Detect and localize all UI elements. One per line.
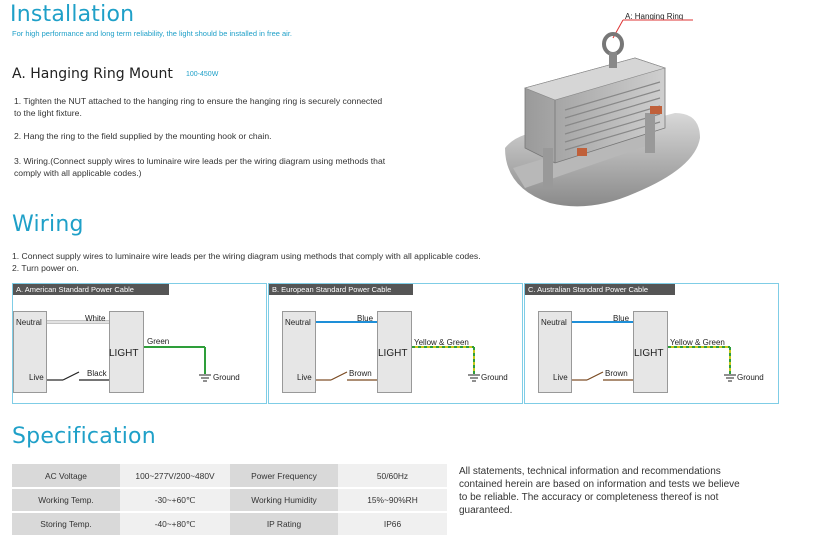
diagram-header: C. Australian Standard Power Cable (525, 284, 675, 295)
wiring-lines (572, 321, 736, 382)
spec-value: -30~+60℃ (120, 488, 230, 513)
light-box (109, 311, 144, 393)
spec-value: 100~277V/200~480V (120, 464, 230, 489)
ground-label: Ground (481, 373, 508, 382)
wiring-title: Wiring (12, 212, 84, 237)
table-row: Storing Temp. -40~+80℃ IP Rating IP66 (12, 512, 447, 537)
diagram-header: A. American Standard Power Cable (13, 284, 169, 295)
wattage-tag: 100-450W (186, 71, 219, 78)
mount-step-3: 3. Wiring.(Connect supply wires to lumin… (14, 156, 386, 166)
spec-value: -40~+80℃ (120, 512, 230, 537)
neutral-label: Neutral (16, 318, 42, 327)
specification-table: AC Voltage 100~277V/200~480V Power Frequ… (12, 464, 447, 537)
ground-label: Ground (737, 373, 764, 382)
disclaimer-line: guaranteed. (459, 505, 513, 516)
mount-step-1: 1. Tighten the NUT attached to the hangi… (14, 96, 383, 106)
disclaimer-line: contained herein are based on informatio… (459, 479, 740, 490)
disclaimer: All statements, technical information an… (459, 465, 740, 517)
live-label: Live (553, 373, 568, 382)
live-label: Live (29, 373, 44, 382)
supply-box (282, 311, 316, 393)
spec-value: IP66 (338, 512, 447, 537)
wiring-line-2: 2. Turn power on. (12, 263, 79, 273)
neutral-label: Neutral (285, 318, 311, 327)
spec-key: Power Frequency (230, 464, 338, 489)
mount-step-3-cont: comply with all applicable codes.) (14, 168, 142, 178)
spec-key: Working Temp. (12, 488, 120, 513)
specification-title: Specification (12, 424, 156, 449)
wiring-line-1: 1. Connect supply wires to luminaire wir… (12, 251, 481, 261)
hanging-ring-heading: A. Hanging Ring Mount (12, 66, 173, 82)
table-row: AC Voltage 100~277V/200~480V Power Frequ… (12, 464, 447, 489)
supply-box (538, 311, 572, 393)
live-wire-label: Brown (605, 369, 628, 378)
neutral-label: Neutral (541, 318, 567, 327)
spec-key: IP Rating (230, 512, 338, 537)
supply-box (13, 311, 47, 393)
light-label: LIGHT (634, 348, 664, 359)
installation-subtitle: For high performance and long term relia… (12, 29, 293, 38)
light-box (633, 311, 668, 393)
light-box (377, 311, 412, 393)
table-row: Working Temp. -30~+60℃ Working Humidity … (12, 488, 447, 513)
wiring-diagram-european: B. European Standard Power Cable Neutral… (268, 283, 523, 404)
hanging-ring-callout: A: Hanging Ring (625, 12, 684, 21)
ground-wire-label: Green (147, 337, 170, 346)
mount-step-1-cont: to the light fixture. (14, 108, 82, 118)
spec-key: Storing Temp. (12, 512, 120, 537)
spec-value: 15%~90%RH (338, 488, 447, 513)
light-label: LIGHT (109, 348, 139, 359)
neutral-wire-label: Blue (357, 314, 374, 323)
ground-label: Ground (213, 373, 240, 382)
installation-title: Installation (10, 2, 135, 27)
live-wire-label: Black (87, 369, 107, 378)
light-label: LIGHT (378, 348, 408, 359)
ground-wire-label: Yellow & Green (414, 338, 469, 347)
disclaimer-line: All statements, technical information an… (459, 466, 721, 477)
wiring-diagram-american: A. American Standard Power Cable Neutral… (12, 283, 267, 404)
spec-key: Working Humidity (230, 488, 338, 513)
ground-wire-label: Yellow & Green (670, 338, 725, 347)
mount-step-2: 2. Hang the ring to the field supplied b… (14, 131, 272, 141)
disclaimer-line: to be reliable. The accuracy or complete… (459, 492, 719, 503)
diagram-header: B. European Standard Power Cable (269, 284, 413, 295)
neutral-wire-label: Blue (613, 314, 630, 323)
fixture-image (505, 19, 700, 207)
wiring-lines (316, 321, 480, 382)
wiring-lines (47, 320, 211, 382)
spec-key: AC Voltage (12, 464, 120, 489)
spec-value: 50/60Hz (338, 464, 447, 489)
wiring-diagram-australian: C. Australian Standard Power Cable Neutr… (524, 283, 779, 404)
neutral-wire-label: White (85, 314, 106, 323)
live-label: Live (297, 373, 312, 382)
live-wire-label: Brown (349, 369, 372, 378)
